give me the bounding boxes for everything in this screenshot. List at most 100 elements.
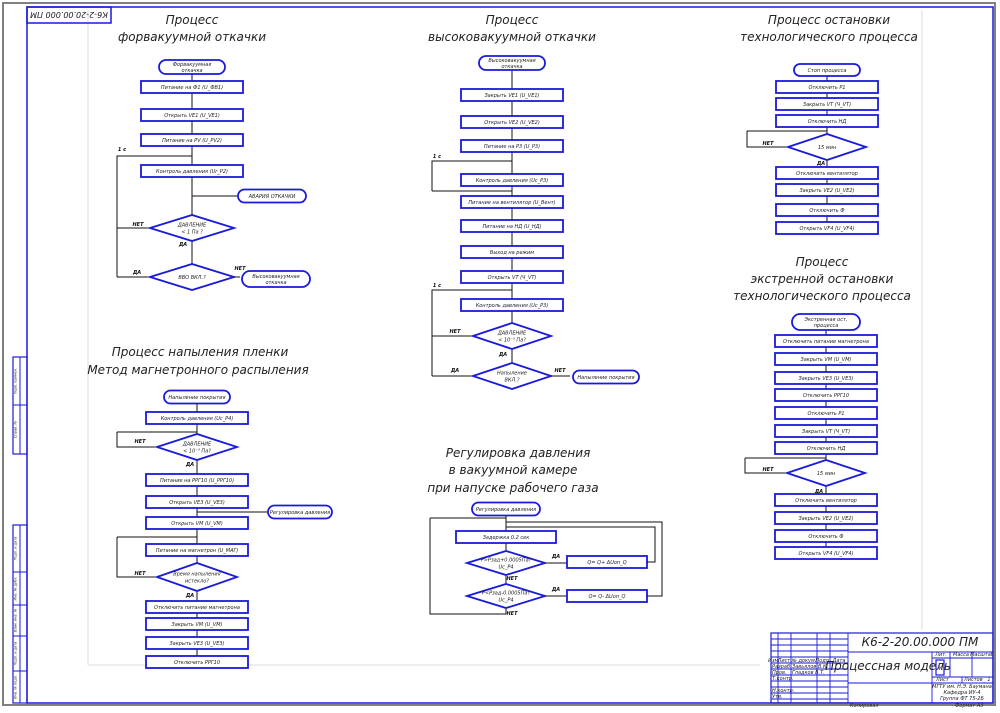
no-label: НЕТ bbox=[449, 329, 461, 335]
flowchart-title: Процесс остановки bbox=[768, 13, 890, 27]
process-step: Закрыть VE2 (U_VE2) bbox=[775, 183, 879, 197]
sheet-label: Лист bbox=[935, 677, 950, 683]
terminator-shape bbox=[158, 59, 226, 75]
terminator-label: Стоп процесса bbox=[808, 68, 847, 74]
revision-header: Изм. bbox=[768, 658, 780, 664]
terminator-shape bbox=[267, 504, 333, 520]
process-label: Отключить Р1 bbox=[807, 411, 844, 417]
organization-line: Кафедра ИУ-4 bbox=[943, 690, 980, 696]
process-box bbox=[140, 164, 244, 178]
pressure-decision: ДАВЛЕНИЕ< 10⁻³ Па? bbox=[470, 322, 554, 350]
process-label: Отключить вентилятор bbox=[796, 171, 858, 177]
connector-line bbox=[116, 432, 155, 448]
no-label: НЕТ bbox=[506, 611, 518, 617]
terminator-label: откачка bbox=[181, 68, 202, 74]
process-step: Открыть VF4 (U_VF4) bbox=[775, 221, 879, 235]
title-block-frame bbox=[770, 632, 994, 704]
flowchart-title: экстренной остановки bbox=[751, 272, 894, 286]
process-box bbox=[145, 543, 249, 557]
process-step: Закрыть VM (U_VM) bbox=[145, 617, 249, 631]
process-label: Открыть VF4 (U_VF4) bbox=[799, 226, 854, 232]
process-label: Отключить вентилятор bbox=[795, 498, 857, 504]
terminator-shape bbox=[471, 501, 541, 517]
drawing-name: Процессная модель bbox=[825, 659, 951, 673]
flowchart-title: форвакуумной откачки bbox=[118, 30, 266, 44]
process-step: Задержка 0.2 сек bbox=[455, 530, 557, 544]
vvo-decision: ВВО ВКЛ.? bbox=[146, 263, 238, 291]
process-step: Открыть VE2 (U_VE2) bbox=[460, 115, 564, 129]
process-box bbox=[775, 97, 879, 111]
process-step: Выход на режим bbox=[460, 245, 564, 259]
decision-shape bbox=[146, 214, 238, 242]
process-label: Контроль давления (Ur_P2) bbox=[156, 169, 228, 175]
terminator-shape bbox=[793, 63, 861, 77]
alarm-terminator: АВАРИЯ ОТКАЧКИ bbox=[237, 188, 307, 204]
process-box bbox=[774, 388, 878, 402]
delay-label: 1 с bbox=[433, 283, 441, 289]
process-label: Отключить РРГ10 bbox=[803, 393, 849, 399]
connector-line bbox=[431, 160, 512, 191]
process-step: Отключить вентилятор bbox=[775, 166, 879, 180]
litera-value: У bbox=[938, 666, 942, 672]
process-label: Открыть VT (Ч_VT) bbox=[488, 275, 537, 281]
process-label: Закрыть VM (U_VM) bbox=[172, 622, 223, 628]
stamp-cell-label: Подп. и дата bbox=[14, 537, 18, 561]
process-box bbox=[774, 334, 878, 348]
process-label: Закрыть VT (Ч_VT) bbox=[803, 102, 851, 108]
process-step: Контроль давления (Uc_P3) bbox=[460, 298, 564, 312]
yes-label: ДА bbox=[551, 587, 560, 593]
revision-header: № докум. bbox=[791, 658, 817, 664]
process-box bbox=[145, 636, 249, 650]
no-label: НЕТ bbox=[762, 141, 774, 147]
yes-label: ДА bbox=[814, 489, 823, 495]
process-box bbox=[460, 270, 564, 284]
flowchart-title: Процесс bbox=[796, 255, 849, 269]
flowchart-title: технологического процесса bbox=[733, 289, 911, 303]
process-label: Открыть VF4 (U_VF4) bbox=[798, 551, 853, 557]
terminator-shape bbox=[163, 389, 231, 405]
process-box bbox=[140, 108, 244, 122]
process-label: Закрыть VT (Ч_VT) bbox=[802, 429, 850, 435]
process-label: Открыть VE1 (U_VE1) bbox=[164, 113, 220, 119]
process-label: Закрыть VE3 (U_VE3) bbox=[169, 641, 224, 647]
process-label: Задержка 0.2 сек bbox=[483, 535, 530, 541]
action-step: Q= Q- ΔUоп_Q bbox=[566, 589, 648, 603]
process-box bbox=[774, 546, 878, 560]
timer-decision: 15 мин bbox=[785, 133, 869, 161]
stamp-cell-label: Перв. примен. bbox=[14, 368, 18, 394]
process-label: Закрыть VE3 (U_VE3) bbox=[798, 376, 853, 382]
process-step: Закрыть VE3 (U_VE3) bbox=[145, 636, 249, 650]
process-label: Отключить питание магнетрона bbox=[154, 605, 240, 611]
stamp-cell-label: Инв. № дубл. bbox=[14, 577, 18, 601]
process-box bbox=[145, 473, 249, 487]
process-step: Питание на вентилятор (U_Вент) bbox=[460, 195, 564, 209]
process-box bbox=[140, 133, 244, 147]
decision-label: 15 мин bbox=[817, 471, 836, 477]
decision-label: Напыление bbox=[497, 371, 527, 377]
flowchart-title: Процесс напыления пленки bbox=[112, 345, 289, 359]
flowchart-emergency: Процесс экстренной остановки технологическ… bbox=[733, 255, 911, 560]
decision-label: P>Pзад+0.0005Па? bbox=[481, 558, 532, 564]
process-label: Питание на Ф1 (U_ФВ1) bbox=[161, 85, 223, 91]
process-step: Открыть VE3 (U_VE3) bbox=[145, 495, 249, 509]
process-label: Открыть VE3 (U_VE3) bbox=[169, 500, 225, 506]
organization-line: Группа ФТ 75-2Б bbox=[940, 696, 984, 702]
process-box bbox=[774, 371, 878, 385]
process-step: Закрыть VE2 (U_VE2) bbox=[774, 511, 878, 525]
litera-cell bbox=[935, 659, 945, 676]
process-step: Открыть VE1 (U_VE1) bbox=[140, 108, 244, 122]
process-label: Питание на РРГ10 (U_РРГ10) bbox=[160, 478, 234, 484]
decision-label: истекло? bbox=[185, 579, 209, 585]
start-terminator: Стоп процесса bbox=[793, 63, 861, 77]
process-step: Контроль давления (Uc_P3) bbox=[460, 173, 564, 187]
process-label: Питание на вентилятор (U_Вент) bbox=[468, 200, 555, 206]
process-box bbox=[145, 411, 249, 425]
flowchart-title: Регулировка давления bbox=[446, 446, 591, 460]
process-label: Открыть VM (U_VM) bbox=[171, 521, 223, 527]
delay-label: 1 с bbox=[118, 147, 126, 153]
code-stamp: К6-2-20.00.000 ПМ bbox=[26, 6, 112, 24]
no-label: НЕТ bbox=[234, 266, 246, 272]
